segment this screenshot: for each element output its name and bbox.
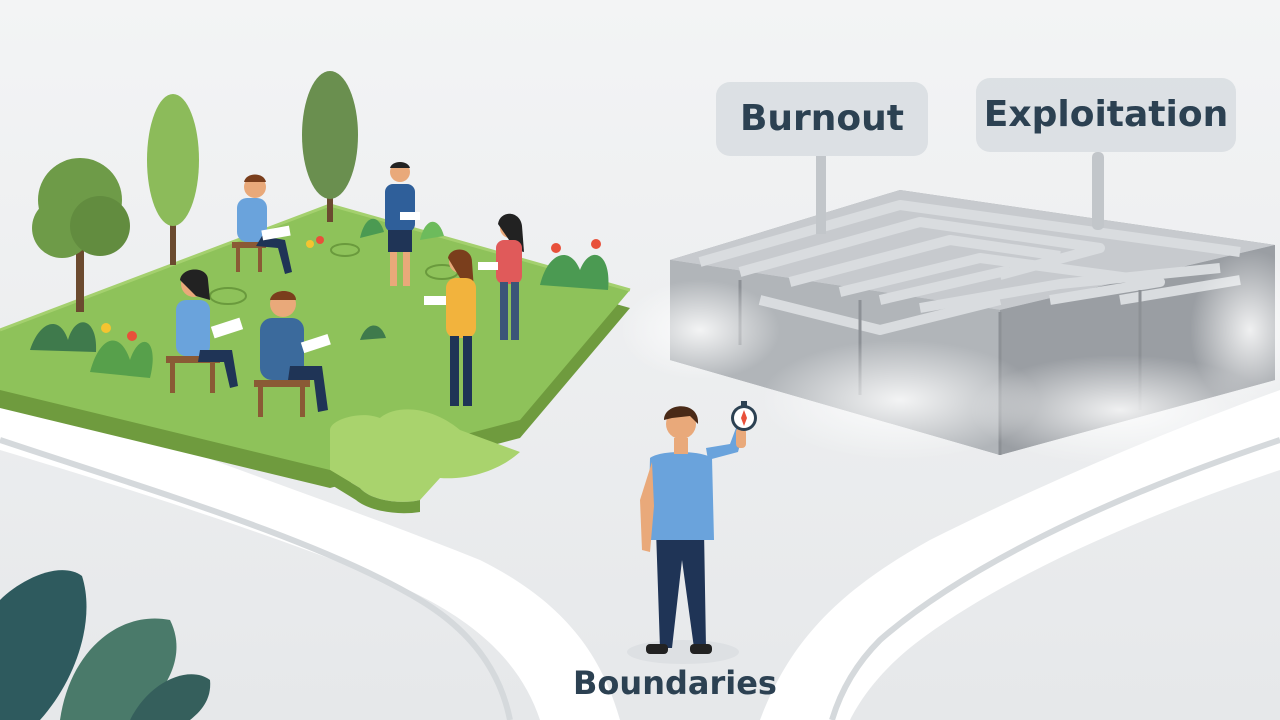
person-sitting-left <box>166 269 244 393</box>
tree-round <box>32 158 130 312</box>
tree-tall-right <box>302 71 358 222</box>
person-sitting-top <box>232 174 292 274</box>
foreground-leaves <box>0 570 211 720</box>
sign-burnout: Burnout <box>716 82 928 156</box>
person-sitting-front <box>254 291 331 417</box>
forked-path <box>0 380 1280 720</box>
sign-posts <box>816 152 1104 234</box>
tree-tall-left <box>147 94 199 265</box>
bushes <box>30 218 609 378</box>
person-main <box>627 406 746 664</box>
caption-boundaries: Boundaries <box>573 664 777 702</box>
compass-icon <box>731 401 757 431</box>
person-standing-yellow <box>424 249 476 406</box>
person-standing-right <box>478 213 524 340</box>
sign-exploitation: Exploitation <box>976 78 1236 152</box>
person-standing-top <box>385 162 420 286</box>
